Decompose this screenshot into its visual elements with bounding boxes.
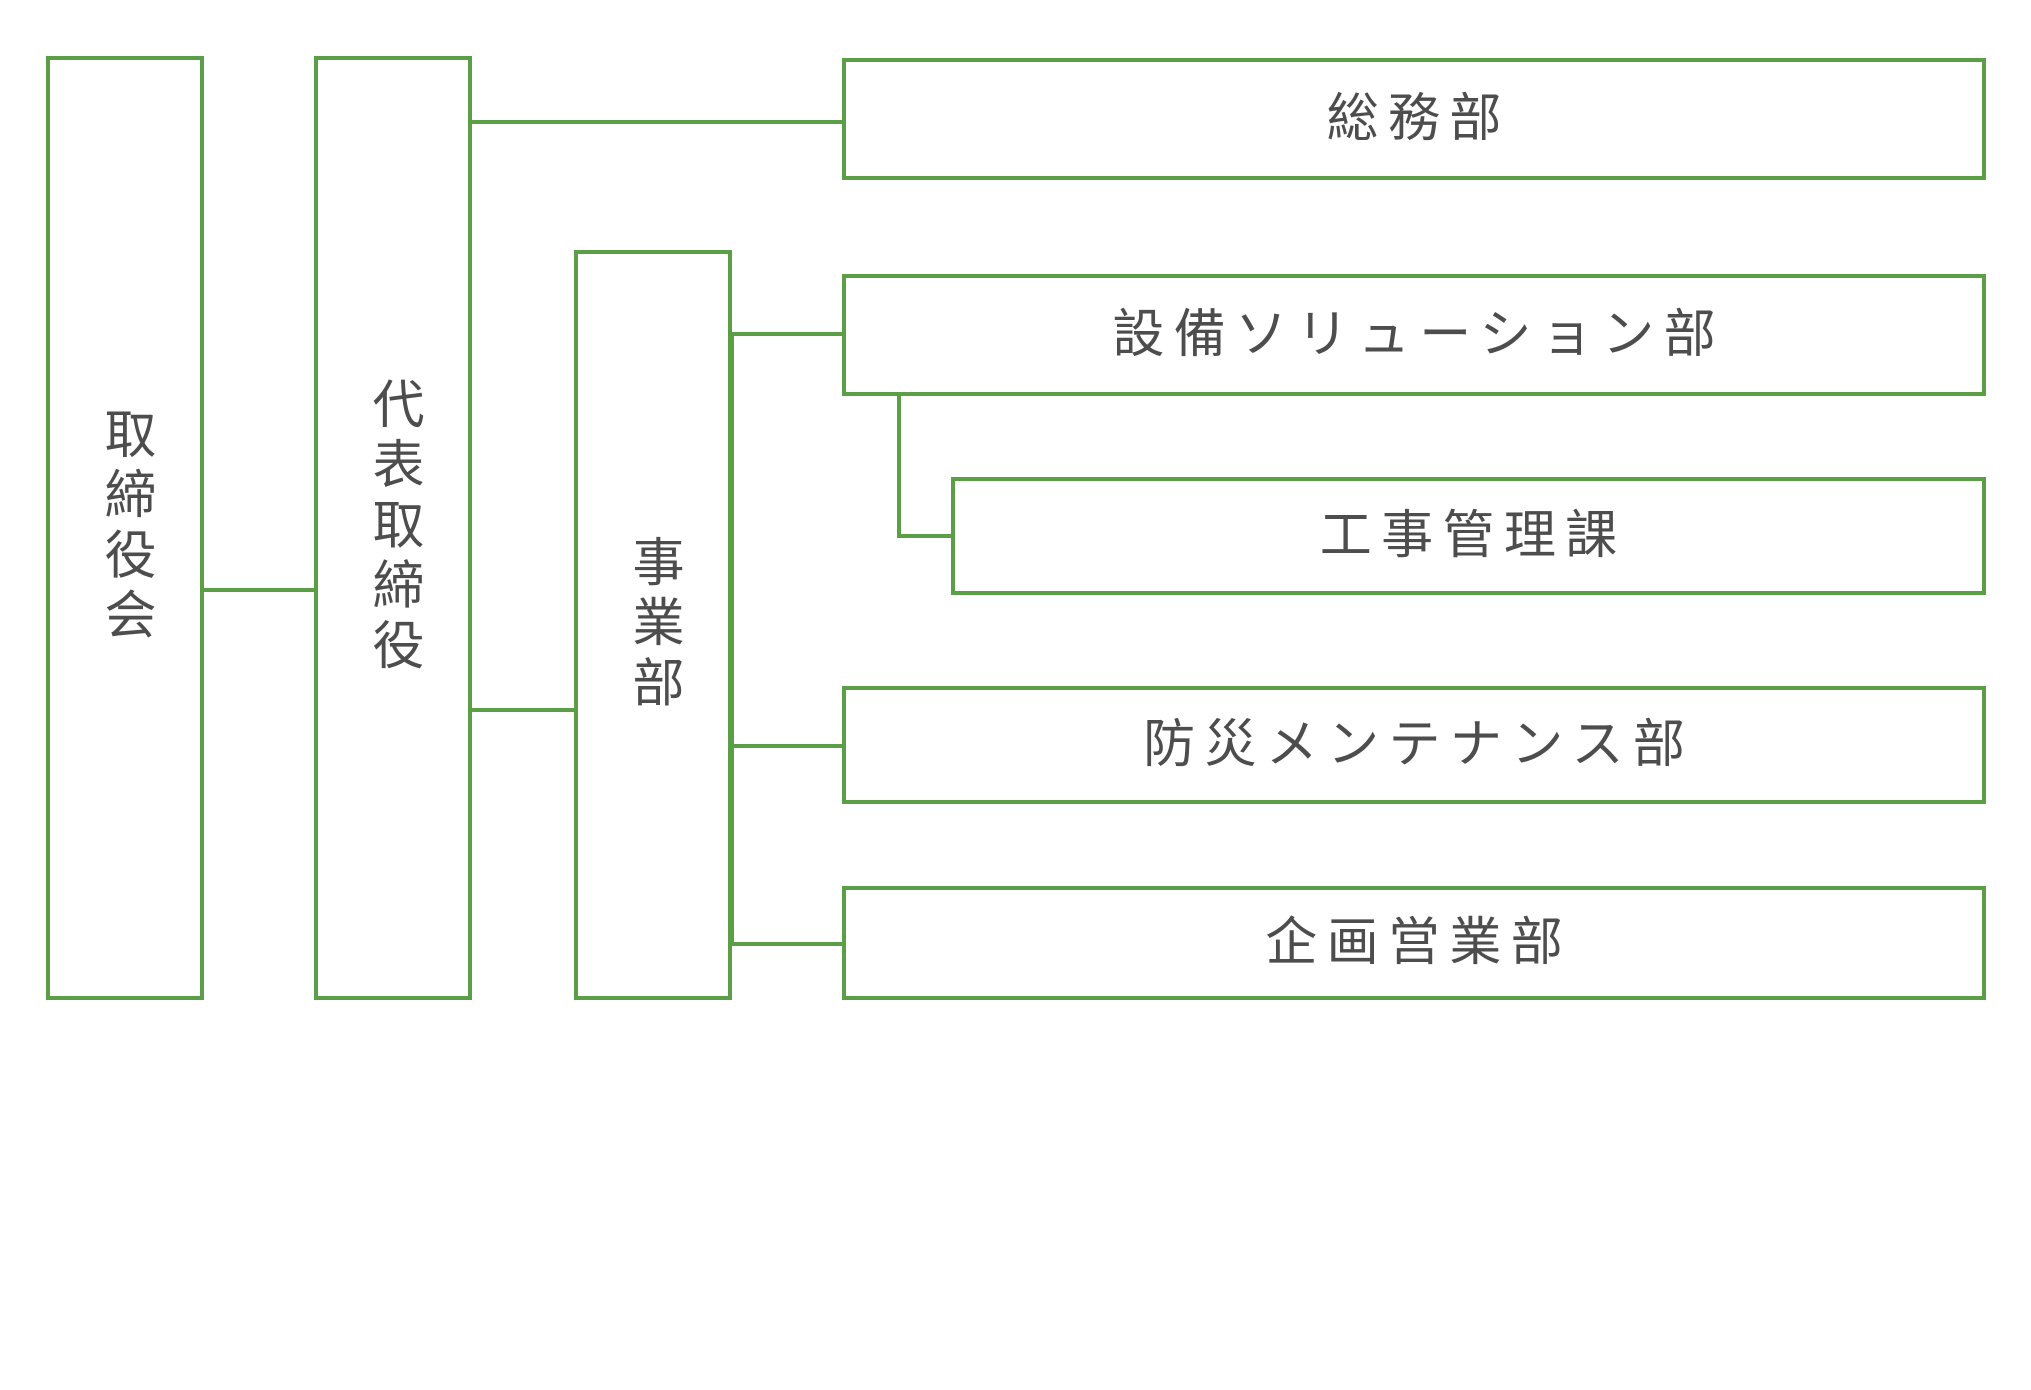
connector-board-to-ceo xyxy=(204,588,324,592)
node-planning-sales-department-label: 企画営業部 xyxy=(1265,913,1573,972)
node-general-affairs-department-label: 総務部 xyxy=(1326,89,1511,148)
connector-division-to-planning-sales xyxy=(730,942,848,946)
connector-ceo-to-general-affairs xyxy=(468,120,848,124)
node-board-of-directors[interactable]: 取締役会 xyxy=(46,56,204,1000)
node-facility-solution-department[interactable]: 設備ソリューション部 xyxy=(842,274,1986,396)
node-business-division-label: 事業部 xyxy=(624,534,682,716)
node-planning-sales-department[interactable]: 企画営業部 xyxy=(842,886,1986,1000)
connector-division-to-facility-solution xyxy=(730,332,848,336)
node-construction-management-section[interactable]: 工事管理課 xyxy=(951,477,1986,595)
node-representative-director[interactable]: 代表取締役 xyxy=(314,56,472,1000)
node-disaster-maintenance-department-label: 防災メンテナンス部 xyxy=(1143,715,1695,774)
node-business-division[interactable]: 事業部 xyxy=(574,250,732,1000)
connector-division-trunk xyxy=(730,332,734,946)
node-board-of-directors-label: 取締役会 xyxy=(96,407,154,649)
connector-facility-solution-drop xyxy=(897,392,901,538)
node-representative-director-label: 代表取締役 xyxy=(364,377,422,679)
connector-facility-solution-to-construction-mgmt xyxy=(897,534,955,538)
node-disaster-maintenance-department[interactable]: 防災メンテナンス部 xyxy=(842,686,1986,804)
node-facility-solution-department-label: 設備ソリューション部 xyxy=(1112,305,1725,364)
node-construction-management-section-label: 工事管理課 xyxy=(1319,506,1627,565)
node-general-affairs-department[interactable]: 総務部 xyxy=(842,58,1986,180)
connector-division-to-disaster-maintenance xyxy=(730,744,848,748)
connector-ceo-to-division xyxy=(468,708,586,712)
